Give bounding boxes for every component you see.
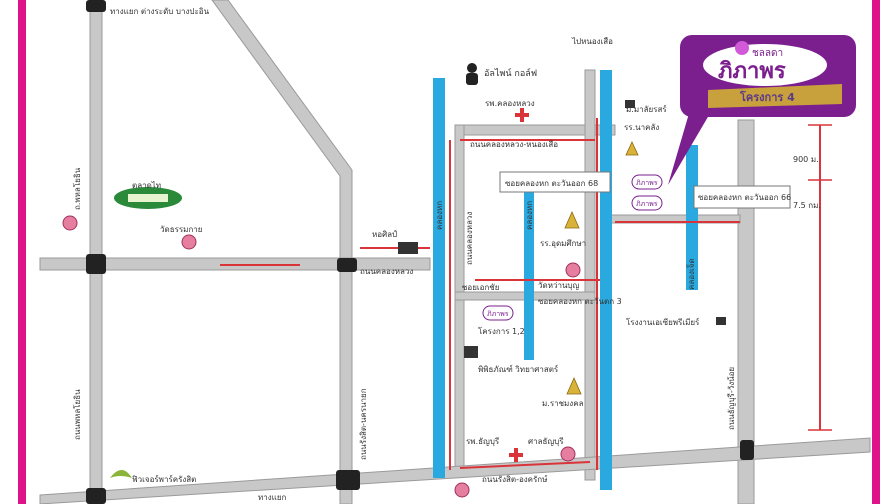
market-logo-icon	[114, 187, 182, 209]
building-icon	[398, 100, 726, 358]
label-university: ม.ราชมงคล	[542, 399, 584, 408]
distance-markers	[808, 124, 832, 431]
golf-icon	[466, 63, 478, 85]
label-thanyaburi-rd: ถนนธัญบุรี-วังน้อย	[727, 367, 736, 430]
label-alpine-golf: อัลไพน์ กอล์ฟ	[484, 67, 537, 79]
badge-oval	[703, 44, 827, 86]
label-khlong-luang-rd-vertical: ถนนคลองหลวง	[465, 212, 474, 265]
label-project-12: โครงการ 1,2	[478, 326, 525, 336]
temple-circle-icons	[62, 215, 581, 498]
label-wat-left: วัดธรรมกาย	[160, 225, 202, 234]
badge-brand-top: ชลลดา	[752, 48, 783, 59]
label-market: ตลาดไท	[132, 181, 161, 190]
project-badge	[668, 35, 856, 185]
badge-project: โครงการ 4	[739, 90, 795, 104]
badge-ribbon	[708, 84, 842, 108]
label-mai-ban: ม.มาลัยรสร์	[626, 104, 667, 114]
frame-right	[872, 0, 880, 504]
orchid-icon	[735, 41, 749, 55]
junction-top-left	[86, 0, 106, 12]
label-lam-luk-ka-rd: ถนนพหลโยธิน	[72, 389, 82, 440]
junction-bottom-left	[86, 488, 106, 504]
canal-4	[686, 145, 698, 290]
label-vibhavadi: ถนนรังสิต-นครนายก	[359, 388, 368, 460]
roads	[39, 0, 871, 504]
label-top-left-junction: ทางแยก ต่างระดับ บางปะอิน	[110, 7, 210, 16]
junction-left	[86, 254, 106, 274]
label-distance-900: 900 ม.	[793, 155, 819, 164]
mini-logo-text-1: ภิภาพร	[636, 179, 658, 187]
label-khlong-luang-nong-suea-rd: ถนนคลองหลวง-หนองเสือ	[470, 140, 558, 149]
junction-mid	[337, 258, 357, 272]
label-art-gallery: หอศิลป์	[372, 229, 397, 239]
label-khlong-luang-hospital: รพ.คลองหลวง	[485, 99, 535, 108]
road-vertical-b	[584, 69, 596, 481]
canal-3	[600, 70, 612, 490]
label-canal-2: คลองหก	[525, 201, 534, 230]
road-phahon-left	[89, 0, 103, 504]
temple-icon	[564, 141, 639, 395]
badge-pointer	[668, 110, 712, 185]
label-soi-ekachai: ซอยเอกชัย	[462, 283, 499, 292]
label-bottom-junction: ทางแยก	[258, 493, 287, 502]
road-diagonal	[211, 0, 353, 504]
frame-left	[18, 0, 26, 504]
mini-project-logo	[482, 174, 663, 321]
labels: ทางแยก ต่างระดับ บางปะอิน ไปหนองเสือ อัล…	[72, 7, 821, 502]
junction-bottom	[336, 470, 360, 490]
badge-brand-main: ภิภาพร	[718, 58, 786, 84]
label-canal-1: คลองหก	[435, 201, 444, 230]
label-school-mid: รร.อุดมศึกษา	[540, 239, 586, 248]
canal-2	[524, 185, 534, 360]
junctions	[86, 0, 754, 504]
label-phahon-rd: ถ.พหลโยธิน	[72, 167, 82, 210]
label-school-top: รร.นาคลัง	[624, 123, 659, 132]
canal-1	[433, 78, 445, 478]
route-seg-8	[459, 461, 591, 469]
road-thanyaburi-wangnoi	[737, 119, 755, 504]
label-wat-mid: วัดหว่านบุญ	[538, 281, 579, 290]
label-to-nong-suea: ไปหนองเสือ	[571, 37, 613, 46]
label-future-park: ฟิวเจอร์พาร์ครังสิต	[132, 474, 197, 484]
label-thanyaburi-court: ศาลธัญบุรี	[528, 437, 564, 446]
road-rangsit-ongkharak	[39, 437, 871, 504]
callout-soi-68	[499, 171, 611, 193]
mini-logo-text-3: ภิภาพร	[487, 310, 509, 318]
callout-soi-66	[693, 185, 791, 209]
label-rangsit-rd: ถนนรังสิต-องครักษ์	[482, 474, 548, 484]
label-soi-66: ซอยคลองหก ตะวันออก 66	[698, 193, 791, 202]
label-soi-3: ซอยคลองหก ตะวันตก 3	[538, 297, 622, 306]
label-museum: พิพิธภัณฑ์ วิทยาศาสตร์	[478, 364, 559, 374]
label-canal-3: คลองเจ็ด	[686, 258, 696, 290]
leaf-logo-icon	[110, 470, 132, 478]
hospital-cross-icon	[509, 108, 529, 462]
label-soi-68: ซอยคลองหก ตะวันออก 68	[505, 179, 598, 188]
label-distance-7-5: 7.5 กม.	[793, 201, 821, 210]
mini-logo-text-2: ภิภาพร	[636, 200, 658, 208]
label-factory: โรงงานเอเซียพรีเมียร์	[626, 317, 700, 327]
junction-right	[740, 440, 754, 460]
label-thanyaburi-hospital: รพ.ธัญบุรี	[466, 437, 500, 446]
label-khlong-luang-rd: ถนนคลองหลวง	[360, 267, 413, 276]
